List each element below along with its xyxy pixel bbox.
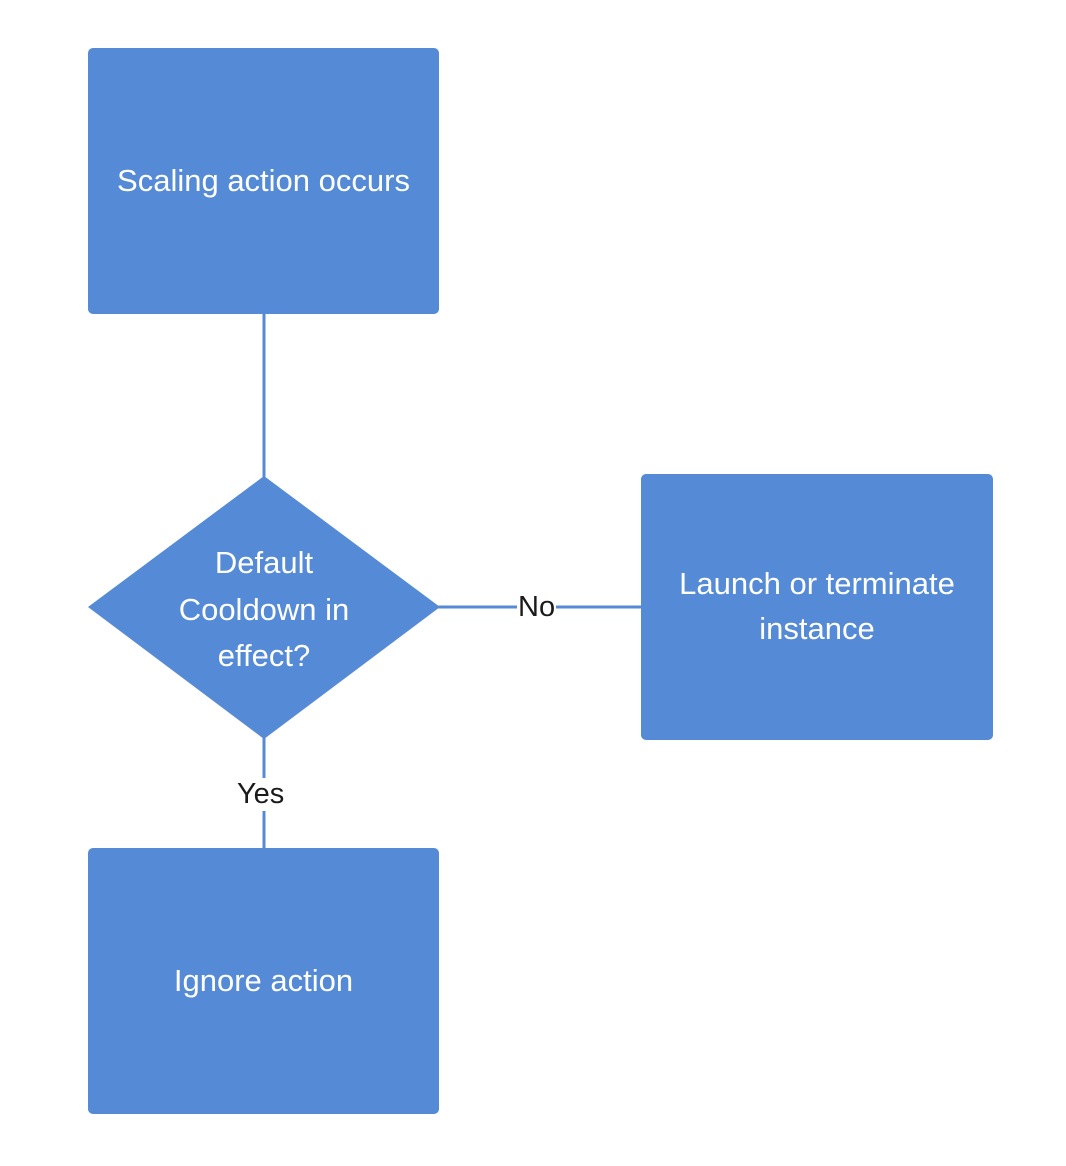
ignore-node-label: Ignore action xyxy=(173,962,354,998)
decision-node-label: Default Cooldown in effect? xyxy=(150,540,378,680)
start-node: Scaling action occurs xyxy=(88,48,439,314)
ignore-node: Ignore action xyxy=(88,848,439,1114)
edge-label-yes: Yes xyxy=(236,778,286,811)
launch-terminate-node: Launch or terminate instance xyxy=(641,474,993,740)
start-node-label: Scaling action occurs xyxy=(117,162,410,198)
decision-diamond xyxy=(88,476,440,739)
decision-label-line: Default xyxy=(214,545,314,580)
launch-terminate-node-label: Launch or terminate instance xyxy=(679,566,955,646)
decision-label-line: effect? xyxy=(217,638,311,673)
decision-label-line: Cooldown in xyxy=(178,591,350,627)
edge-label-no: No xyxy=(517,591,557,624)
